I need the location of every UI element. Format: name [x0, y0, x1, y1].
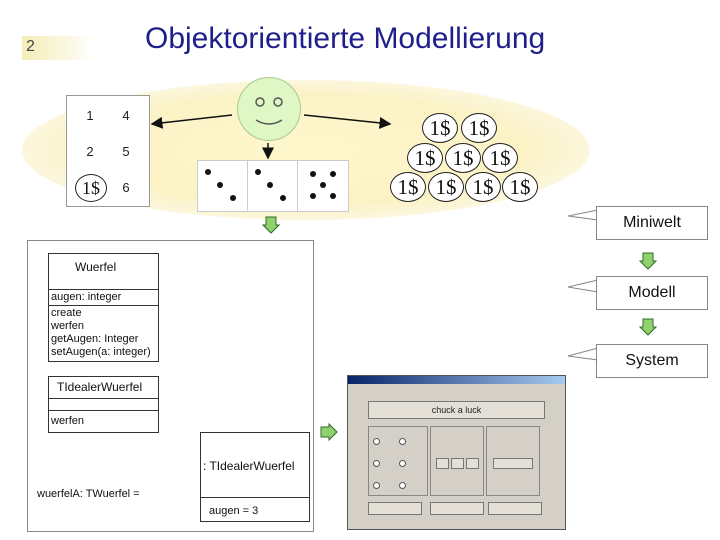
uml-attribute: augen: integer: [51, 291, 122, 303]
table-cell: 2: [86, 144, 94, 159]
uml-class-wuerfel: Wuerfel augen: integer create werfen get…: [48, 253, 159, 362]
die-field: [451, 458, 464, 469]
coin: 1$: [445, 143, 481, 173]
radio-button[interactable]: [373, 460, 380, 467]
coin: 1$: [75, 174, 107, 202]
die-three: [197, 160, 249, 212]
slide-number: 2: [26, 38, 35, 55]
coin: 1$: [461, 113, 497, 143]
radio-button[interactable]: [399, 482, 406, 489]
coin: 1$: [422, 113, 458, 143]
slide-number-bar: [22, 36, 92, 60]
action-button[interactable]: [430, 502, 484, 515]
uml-class-tidealerwuerfel: TIdealerWuerfel werfen: [48, 376, 159, 433]
coin: 1$: [482, 143, 518, 173]
radio-button[interactable]: [373, 438, 380, 445]
uml-class-name: TIdealerWuerfel: [57, 380, 143, 394]
radio-button[interactable]: [399, 438, 406, 445]
down-arrow-icon: [639, 318, 657, 336]
down-arrow-icon: [262, 216, 280, 234]
system-window: chuck a luck: [347, 375, 566, 530]
action-button[interactable]: [488, 502, 542, 515]
face-to-coins-arrow: [303, 114, 392, 129]
uml-method: werfen: [51, 320, 85, 332]
link-label: wuerfelA: TWuerfel =: [37, 488, 140, 500]
action-button[interactable]: [368, 502, 422, 515]
uml-method: getAugen: Integer: [51, 333, 139, 345]
stage-miniwelt: Miniwelt: [596, 206, 708, 240]
stage-modell: Modell: [596, 276, 708, 310]
radio-button[interactable]: [399, 460, 406, 467]
uml-object: : TIdealerWuerfel augen = 3: [200, 432, 310, 522]
coin: 1$: [390, 172, 426, 202]
right-arrow-icon: [320, 423, 338, 441]
die-three: [247, 160, 299, 212]
stage-system: System: [596, 344, 708, 378]
bet-group: [368, 426, 428, 496]
chuck-a-luck-button[interactable]: chuck a luck: [368, 401, 545, 419]
uml-method: create: [51, 307, 82, 319]
coin: 1$: [407, 143, 443, 173]
account-group: [486, 426, 540, 496]
table-cell: 4: [122, 108, 130, 123]
uml-class-name: Wuerfel: [75, 260, 117, 274]
dice-group: [430, 426, 484, 496]
radio-button[interactable]: [373, 482, 380, 489]
uml-method: werfen: [51, 415, 85, 427]
uml-object-attribute: augen = 3: [209, 505, 259, 517]
down-arrow-icon: [639, 252, 657, 270]
uml-object-name: : TIdealerWuerfel: [203, 459, 295, 473]
account-field: [493, 458, 533, 469]
number-table: 1 4 2 5 1$ 6: [66, 95, 150, 207]
table-cell: 6: [122, 180, 130, 195]
smiley-face: [237, 77, 301, 141]
window-titlebar: [348, 376, 565, 384]
uml-method: setAugen(a: integer): [51, 346, 151, 358]
face-to-table-arrow: [150, 114, 233, 129]
die-five: [297, 160, 349, 212]
die-field: [436, 458, 449, 469]
table-cell: 5: [122, 144, 130, 159]
slide-title: Objektorientierte Modellierung: [145, 22, 546, 55]
coin: 1$: [465, 172, 501, 202]
coin: 1$: [502, 172, 538, 202]
coin: 1$: [428, 172, 464, 202]
table-cell: 1: [86, 108, 94, 123]
die-field: [466, 458, 479, 469]
